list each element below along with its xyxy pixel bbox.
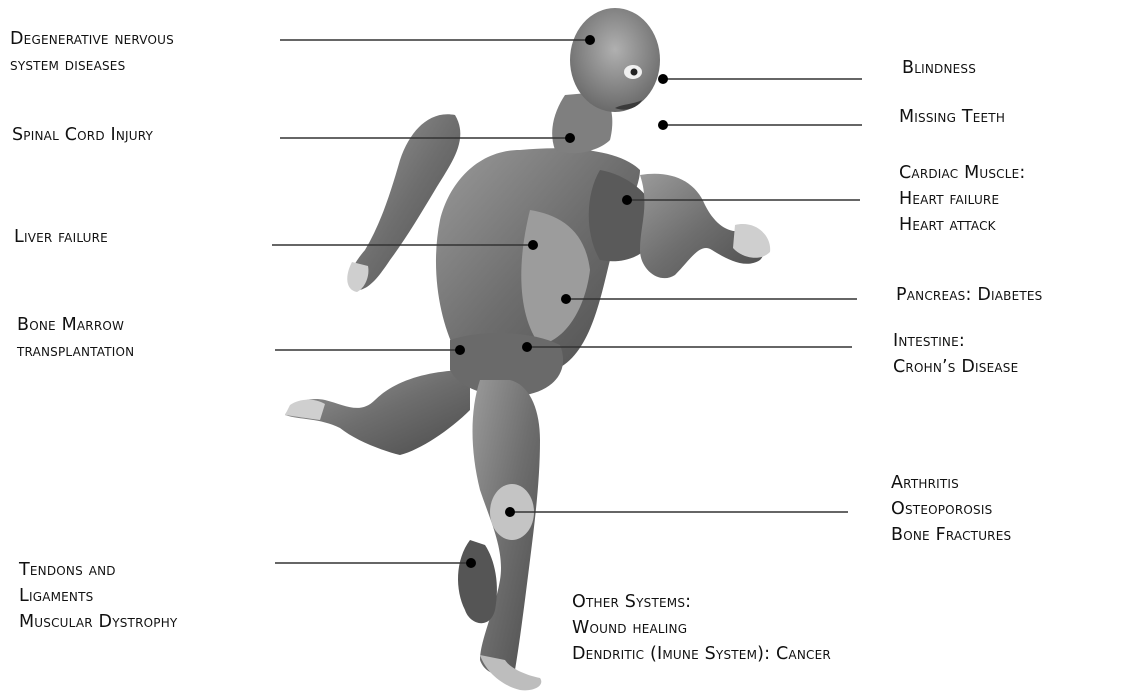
label-line: Osteoporosis	[891, 496, 1011, 522]
label-line: Wound healing	[572, 615, 831, 641]
label-line: Muscular Dystrophy	[19, 609, 177, 635]
label-line: Degenerative nervous	[10, 26, 174, 52]
label-line: Arthritis	[891, 470, 1011, 496]
pointer-dot-icon	[565, 133, 575, 143]
pointer-dot-icon	[622, 195, 632, 205]
pointer-dot-icon	[505, 507, 515, 517]
pointer-dot-icon	[528, 240, 538, 250]
label-line: Heart attack	[899, 212, 1026, 238]
label-liver: Liver failure	[14, 224, 108, 250]
label-line: Cardiac Muscle:	[899, 160, 1026, 186]
label-line: Missing Teeth	[899, 104, 1005, 130]
label-line: Spinal Cord Injury	[12, 122, 153, 148]
pointer-dot-icon	[561, 294, 571, 304]
pointer-dot-icon	[522, 342, 532, 352]
label-degenerative: Degenerative nervous system diseases	[10, 26, 174, 78]
label-line: Ligaments	[19, 583, 177, 609]
pointer-dot-icon	[455, 345, 465, 355]
pointer-dot-icon	[658, 120, 668, 130]
label-bone-marrow: Bone Marrow transplantation	[17, 312, 134, 364]
pointer-dot-icon	[658, 74, 668, 84]
label-line: Dendritic (Imune System): Cancer	[572, 641, 831, 667]
label-spinal-cord: Spinal Cord Injury	[12, 122, 153, 148]
label-line: Liver failure	[14, 224, 108, 250]
label-line: Bone Marrow	[17, 312, 134, 338]
label-tendons: Tendons and Ligaments Muscular Dystrophy	[19, 557, 177, 635]
label-line: system diseases	[10, 52, 174, 78]
label-line: Other Systems:	[572, 589, 831, 615]
label-line: Intestine:	[893, 328, 1018, 354]
label-arthritis: Arthritis Osteoporosis Bone Fractures	[891, 470, 1011, 548]
label-line: Bone Fractures	[891, 522, 1011, 548]
label-line: Crohn’s Disease	[893, 354, 1018, 380]
label-line: Heart failure	[899, 186, 1026, 212]
label-missing-teeth: Missing Teeth	[899, 104, 1005, 130]
label-line: transplantation	[17, 338, 134, 364]
label-intestine: Intestine: Crohn’s Disease	[893, 328, 1018, 380]
label-line: Blindness	[902, 55, 976, 81]
pointer-dot-icon	[466, 558, 476, 568]
label-line: Pancreas: Diabetes	[896, 282, 1043, 308]
label-line: Tendons and	[19, 557, 177, 583]
label-other-systems: Other Systems: Wound healing Dendritic (…	[572, 589, 831, 667]
label-cardiac: Cardiac Muscle: Heart failure Heart atta…	[899, 160, 1026, 238]
label-pancreas: Pancreas: Diabetes	[896, 282, 1043, 308]
pointer-dot-icon	[585, 35, 595, 45]
label-blindness: Blindness	[902, 55, 976, 81]
